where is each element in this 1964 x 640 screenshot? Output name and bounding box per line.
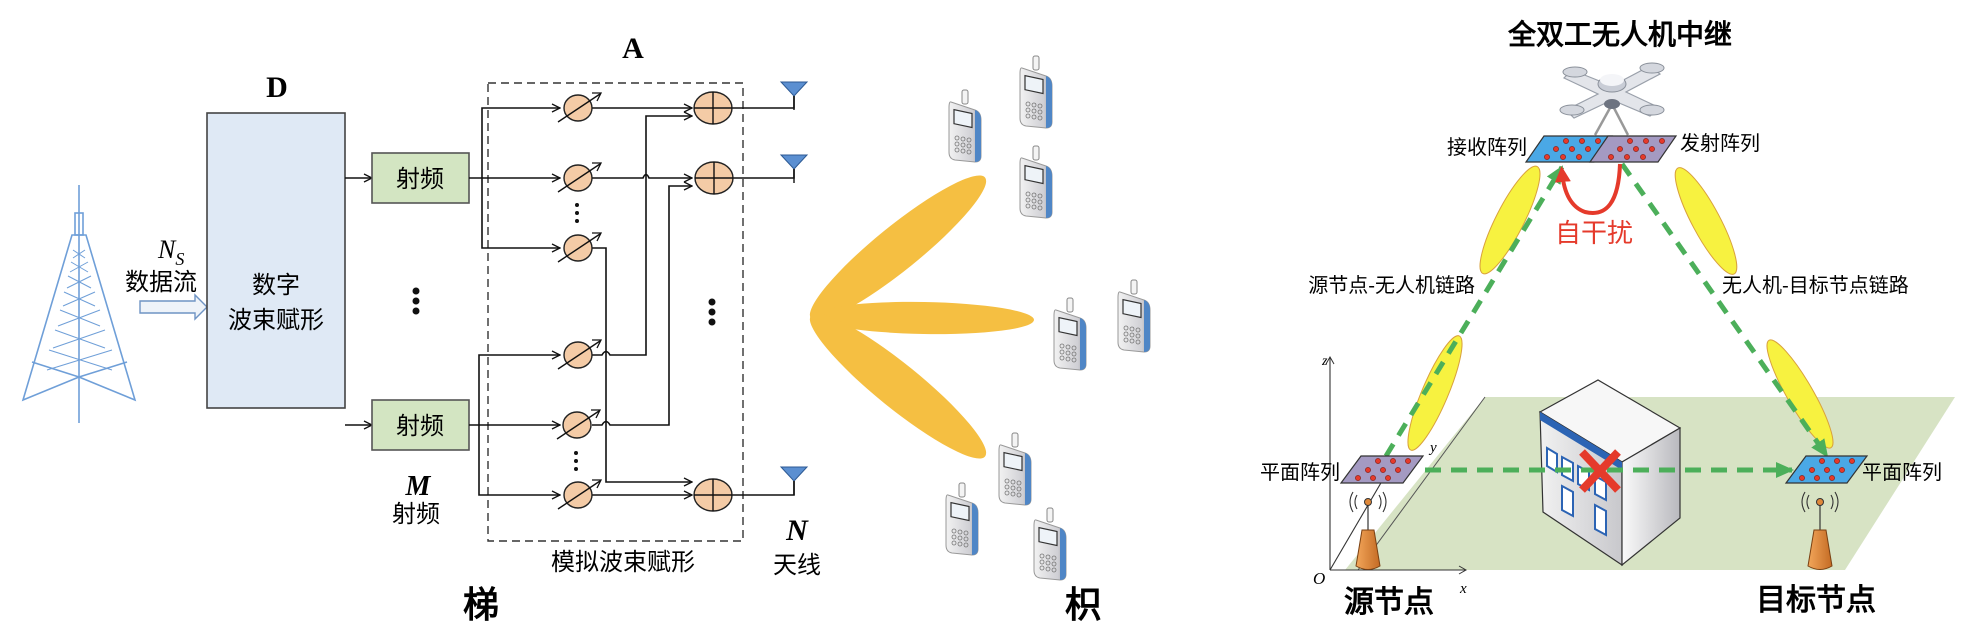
- axis-x-label: x: [1459, 581, 1467, 597]
- source-array-label: 平面阵列: [1260, 460, 1340, 484]
- tx-array-label: 发射阵列: [1680, 131, 1760, 155]
- uav-dest-link: [1619, 162, 1830, 458]
- antenna-count-label: 天线: [773, 551, 821, 579]
- digital-beamforming-block: [206, 112, 346, 409]
- antenna-count-symbol: N: [785, 514, 809, 547]
- rf-chain-bottom-label: 射频: [396, 412, 444, 440]
- combiner-icon: [693, 478, 733, 512]
- planar-array-icon: [1588, 135, 1678, 163]
- beam-lobe-icon: [809, 175, 1034, 459]
- blocked-x-icon: [1579, 449, 1621, 493]
- axis-z-label: z: [1321, 354, 1328, 369]
- rf-count-label: 射频: [392, 500, 440, 528]
- axis-y-label: y: [1428, 440, 1437, 456]
- mobile-phone-icon: [948, 89, 982, 163]
- data-stream-arrow: [139, 293, 208, 321]
- stream-subscript: S: [175, 249, 184, 269]
- rf-chain-top-label: 射频: [396, 165, 444, 193]
- coordinate-axes: z x O: [1313, 354, 1468, 597]
- origin-label: O: [1313, 569, 1325, 588]
- vertical-ellipsis: [412, 287, 420, 315]
- analog-block-label: 模拟波束赋形: [551, 548, 695, 576]
- mobile-phone-icon: [1019, 145, 1053, 219]
- stream-label: 数据流: [125, 268, 197, 296]
- rf-chain-top: [371, 152, 470, 204]
- mobile-phone-icon: [945, 482, 979, 556]
- mobile-phone-icon: [998, 432, 1032, 506]
- tower-icon: [21, 185, 137, 423]
- digital-block-line2: 波束赋形: [228, 306, 324, 334]
- digital-block-line1: 数字: [252, 271, 300, 299]
- digital-label: D: [266, 71, 288, 104]
- wiring: [469, 96, 795, 495]
- panel-caption-beams: 枳: [1065, 585, 1101, 626]
- analog-beamforming-block: [487, 82, 744, 542]
- source-uav-link-label: 源节点-无人机链路: [1308, 273, 1475, 297]
- hybrid-beamforming-panel: NS 数据流 D 数字 波束赋形 射频 射频 M 射频 A 模拟波束赋形: [21, 32, 821, 626]
- analog-label: A: [622, 32, 644, 65]
- uav-title: 全双工无人机中继: [1507, 18, 1732, 51]
- rf-chain-bottom: [371, 399, 470, 451]
- base-station-icon: [1349, 491, 1387, 570]
- uav-icon: [1559, 62, 1665, 136]
- stream-symbol: N: [157, 235, 177, 264]
- rx-array-label: 接收阵列: [1447, 135, 1527, 159]
- antenna-icon: [780, 81, 808, 111]
- self-interference-label: 自干扰: [1555, 219, 1633, 249]
- stream-count-symbol: NS: [157, 235, 184, 269]
- rf-count-symbol: M: [405, 471, 432, 502]
- vertical-ellipsis: [574, 203, 716, 471]
- planar-array-icon: [1339, 455, 1425, 484]
- ground-plane-edge: [1357, 396, 1486, 571]
- source-uav-link: [1383, 165, 1565, 458]
- dest-node-label: 目标节点: [1756, 583, 1876, 618]
- mobile-phone-icon: [1053, 297, 1087, 371]
- combiner-icon: [694, 161, 734, 195]
- source-node-label: 源节点: [1344, 585, 1434, 620]
- uav-dest-link-label: 无人机-目标节点链路: [1722, 273, 1909, 297]
- multi-beam-panel: 枳: [809, 55, 1151, 626]
- mobile-phone-icon: [1019, 55, 1053, 129]
- mobile-phone-icon: [1033, 507, 1067, 581]
- panel-caption-hybrid: 梯: [463, 585, 499, 626]
- antenna-icon: [780, 466, 808, 496]
- dest-array-label: 平面阵列: [1862, 460, 1942, 484]
- base-station-icon: [1801, 491, 1839, 570]
- combiner-icon: [693, 91, 733, 125]
- self-interference-arrow: [1554, 163, 1622, 215]
- mobile-phone-icon: [1117, 279, 1151, 353]
- planar-array-icon: [1524, 135, 1614, 163]
- planar-array-icon: [1784, 455, 1869, 484]
- uav-relay-panel: 全双工无人机中继 z x O: [1260, 18, 1955, 620]
